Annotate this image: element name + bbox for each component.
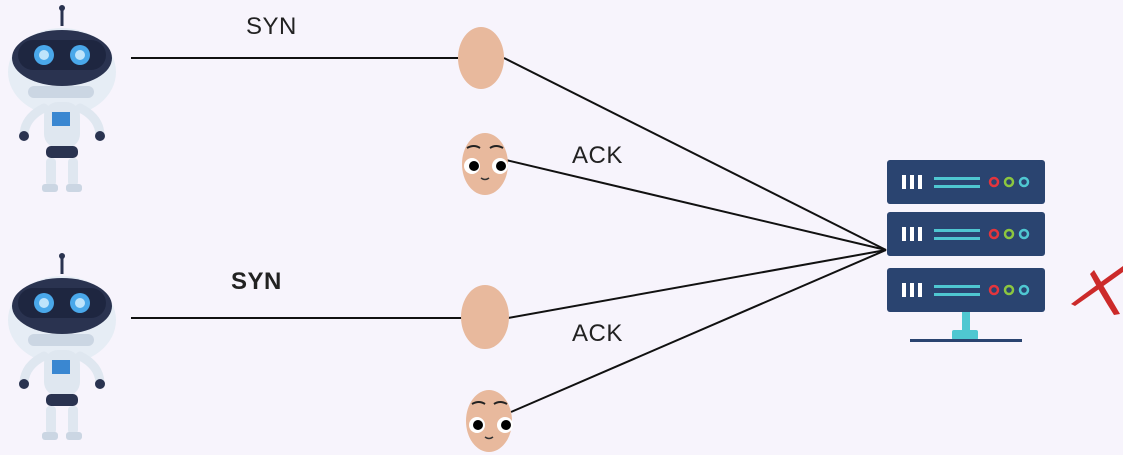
head-icon: [461, 285, 509, 349]
line-head1-server: [503, 57, 887, 251]
robot-icon: [8, 253, 116, 440]
line-head2-server: [507, 249, 887, 319]
syn-label-bottom: SYN: [231, 268, 282, 295]
ack-label-bottom: ACK: [572, 320, 623, 347]
server-icon: [885, 158, 1047, 342]
syn-label-top: SYN: [246, 13, 297, 40]
face-icon: [466, 390, 513, 452]
line-face1-server: [505, 159, 887, 251]
face-icon: [462, 133, 508, 195]
ack-label-top: ACK: [572, 142, 623, 169]
robot-icon: [8, 5, 116, 192]
line-face2-server: [510, 249, 887, 413]
head-icon: [458, 27, 504, 89]
x-mark-icon: [1071, 266, 1123, 315]
